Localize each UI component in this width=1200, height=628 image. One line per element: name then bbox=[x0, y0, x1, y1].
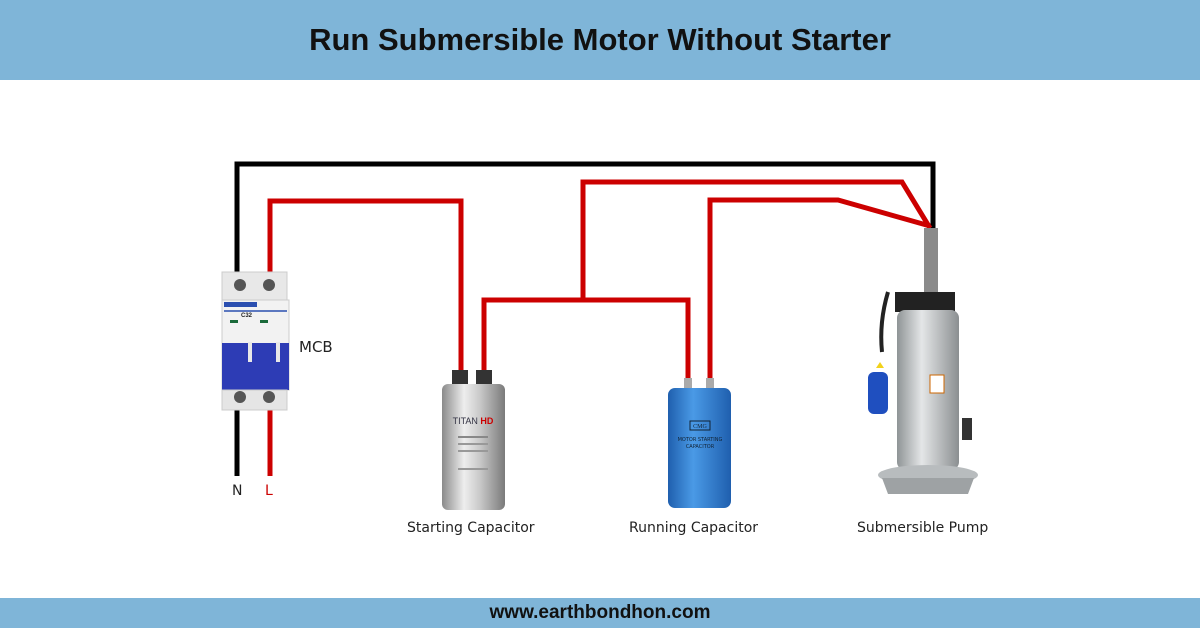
website-link[interactable]: www.earthbondhon.com bbox=[489, 602, 711, 623]
title-banner: Run Submersible Motor Without Starter bbox=[0, 0, 1200, 80]
svg-text:MOTOR STARTING: MOTOR STARTING bbox=[678, 437, 723, 443]
wire-to-pump-2 bbox=[707, 197, 931, 388]
wire-starting-to-running-cap bbox=[481, 297, 691, 388]
svg-text:CMG: CMG bbox=[693, 424, 707, 430]
wire-to-pump-1 bbox=[580, 179, 933, 300]
live-wire-to-starting-cap bbox=[267, 198, 464, 376]
starting-capacitor-image: TITAN HD bbox=[442, 370, 505, 510]
mcb-label: MCB bbox=[299, 338, 333, 356]
running-capacitor-image: CMG MOTOR STARTING CAPACITOR bbox=[668, 378, 731, 508]
svg-text:TITAN HD: TITAN HD bbox=[453, 416, 494, 426]
neutral-wire-top bbox=[234, 161, 936, 275]
page-title: Run Submersible Motor Without Starter bbox=[309, 22, 891, 57]
starting-capacitor-label: Starting Capacitor bbox=[407, 520, 535, 536]
neutral-label: N bbox=[232, 483, 243, 499]
running-capacitor-label: Running Capacitor bbox=[629, 520, 759, 536]
mcb-rating: C32 bbox=[241, 313, 253, 319]
live-label: L bbox=[265, 483, 273, 499]
mcb-image: C32 bbox=[221, 271, 290, 411]
submersible-pump-image bbox=[868, 228, 978, 494]
pump-label: Submersible Pump bbox=[857, 520, 989, 536]
svg-text:CAPACITOR: CAPACITOR bbox=[686, 444, 715, 450]
footer-banner: www.earthbondhon.com bbox=[0, 598, 1200, 628]
